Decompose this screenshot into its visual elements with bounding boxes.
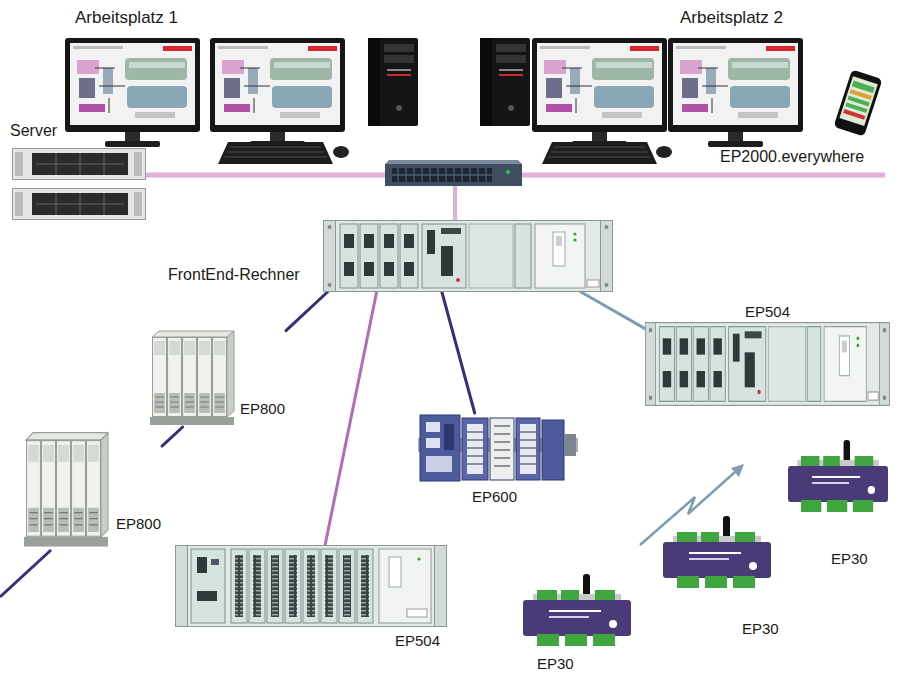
device-node: EP800 xyxy=(148,323,286,427)
connector-line xyxy=(325,292,377,545)
device-node: Arbeitsplatz 2 xyxy=(478,8,804,164)
workstation-1 xyxy=(65,38,418,164)
connector-stroke xyxy=(162,427,183,446)
connector-stroke xyxy=(286,292,328,331)
device-node: EP2000.everywhere xyxy=(720,68,890,167)
network-switch xyxy=(385,160,522,186)
connector-stroke xyxy=(581,292,645,329)
ep504-rack-right xyxy=(645,323,889,406)
device-label: FrontEnd-Rechner xyxy=(168,266,300,284)
ep600-device xyxy=(418,415,578,481)
ep800-line-tail xyxy=(0,550,51,597)
connector-line xyxy=(286,292,328,331)
server-units xyxy=(13,149,146,220)
connector-line xyxy=(581,292,645,329)
device-node: FrontEnd-Rechner xyxy=(168,220,613,292)
connector-line xyxy=(442,292,475,413)
device-label: EP504 xyxy=(745,303,790,320)
ep30-devices xyxy=(523,440,888,646)
device-node: EP800 xyxy=(22,423,162,549)
device-label: EP800 xyxy=(116,515,161,532)
device-node: EP30 xyxy=(663,516,779,638)
device-label: EP600 xyxy=(472,488,517,505)
device-node: Server xyxy=(8,122,148,222)
device-label: EP30 xyxy=(742,620,779,637)
device-label: EP800 xyxy=(240,400,285,417)
device-label: EP30 xyxy=(831,550,868,567)
device-label: Arbeitsplatz 2 xyxy=(680,8,783,28)
device-label: EP2000.everywhere xyxy=(720,148,864,166)
connector-stroke xyxy=(442,292,475,413)
connector-line xyxy=(162,427,183,446)
frontend-rack xyxy=(324,221,613,292)
device-node: EP30 xyxy=(788,440,888,568)
device-label: Arbeitsplatz 1 xyxy=(75,8,178,28)
device-label: EP504 xyxy=(395,632,440,649)
device-node: EP504 xyxy=(645,303,890,406)
ep800-modules xyxy=(24,331,234,547)
connector-stroke xyxy=(325,292,377,545)
device-node: EP504 xyxy=(175,545,447,650)
device-label: Server xyxy=(10,122,57,140)
device-node: Arbeitsplatz 1 xyxy=(62,8,420,164)
device-label: EP30 xyxy=(537,655,574,672)
radio-link-arrow xyxy=(640,464,744,545)
ep504-rack-bottom xyxy=(176,546,447,627)
device-node: EP600 xyxy=(418,413,578,506)
device-node: EP30 xyxy=(523,574,631,673)
workstation-2 xyxy=(480,38,803,164)
smartphone xyxy=(834,70,883,137)
